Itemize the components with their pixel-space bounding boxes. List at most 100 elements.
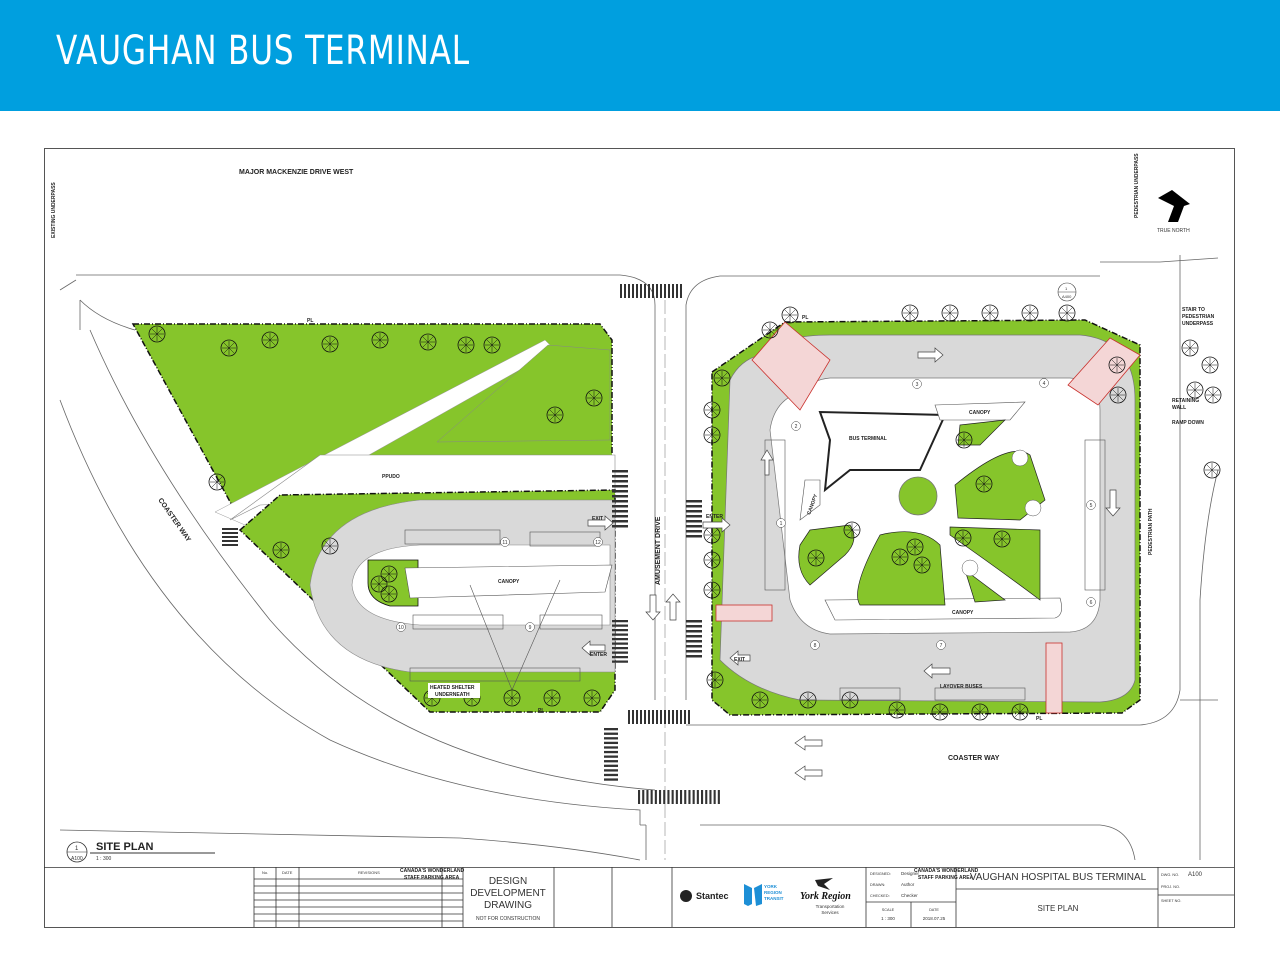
tree-icon [888, 701, 906, 719]
bay-marker: 3 [912, 379, 922, 389]
stage-line: DEVELOPMENT [470, 888, 546, 899]
svg-text:8: 8 [814, 643, 817, 649]
svg-text:Transportation: Transportation [816, 904, 845, 909]
zebra-crossing [686, 620, 702, 658]
tree-icon [781, 306, 799, 324]
tree-icon [321, 335, 339, 353]
tree-icon [703, 426, 721, 444]
tree-icon [1181, 339, 1199, 357]
tree-icon [703, 551, 721, 569]
property-line-label: PL [307, 318, 313, 324]
svg-text:2018.07.25: 2018.07.25 [923, 916, 946, 921]
stage-line: DRAWING [484, 900, 532, 911]
bay-marker: 10 [396, 622, 406, 632]
zebra-crossings [222, 284, 720, 804]
tree-icon [954, 529, 972, 547]
tree-icon [955, 431, 973, 449]
tree-icon [457, 336, 475, 354]
tree-icon [713, 369, 731, 387]
bus-terminal-label: BUS TERMINAL [849, 436, 887, 442]
svg-text:2: 2 [795, 424, 798, 430]
tree-icon [906, 538, 924, 556]
zebra-crossing [628, 710, 690, 724]
west-lot [131, 323, 616, 713]
bay-marker: 12 [593, 537, 603, 547]
tree-icon [931, 703, 949, 721]
svg-text:DRAWN:: DRAWN: [870, 883, 885, 887]
tree-icon [1186, 381, 1204, 399]
svg-text:YORK: YORK [764, 884, 778, 889]
slide-header: VAUGHAN BUS TERMINAL [0, 0, 1280, 111]
svg-text:Author: Author [901, 882, 915, 887]
zebra-crossing [686, 500, 702, 538]
stantec-logo-icon [680, 890, 692, 902]
street-label-north: MAJOR MACKENZIE DRIVE WEST [239, 169, 354, 176]
stage-note: NOT FOR CONSTRUCTION [476, 916, 540, 922]
tree-icon [941, 304, 959, 322]
tree-icon [761, 321, 779, 339]
bay-marker: 1 [776, 518, 786, 528]
tree-icon [706, 671, 724, 689]
stair-label: PEDESTRIAN [1182, 314, 1215, 320]
svg-text:1 : 300: 1 : 300 [96, 856, 112, 862]
zebra-crossing [638, 790, 720, 804]
ppudo-label: PPUDO [382, 474, 400, 480]
svg-text:A400: A400 [1062, 294, 1072, 299]
tree-icon [543, 689, 561, 707]
zebra-crossing [612, 470, 628, 528]
project-name: VAUGHAN HOSPITAL BUS TERMINAL [970, 872, 1147, 883]
tree-icon [483, 336, 501, 354]
tree-icon [261, 331, 279, 349]
road-curbs [59, 255, 1219, 861]
svg-text:7: 7 [940, 643, 943, 649]
bay-marker: 9 [525, 622, 535, 632]
svg-text:DWG. NO.: DWG. NO. [1161, 873, 1179, 877]
stair-label: STAIR TO [1182, 307, 1205, 313]
svg-text:Designer: Designer [901, 871, 920, 876]
svg-text:CANADA'S WONDERLAND: CANADA'S WONDERLAND [400, 868, 465, 874]
tree-icon [1109, 386, 1127, 404]
tree-icon [975, 475, 993, 493]
tree-icon [703, 581, 721, 599]
tree-icon [148, 325, 166, 343]
bay-marker: 6 [1086, 597, 1096, 607]
tree-icon [901, 304, 919, 322]
crosswalks [715, 321, 1141, 714]
svg-text:9: 9 [529, 625, 532, 631]
svg-text:TRANSIT: TRANSIT [764, 896, 784, 901]
svg-text:3: 3 [916, 382, 919, 388]
bay-marker: 11 [500, 537, 510, 547]
property-line-label: PL [538, 708, 544, 714]
tree-icon [703, 401, 721, 419]
zebra-crossing [620, 284, 682, 298]
tree-icon [208, 473, 226, 491]
stantec-logo: Stantec [696, 891, 729, 901]
svg-text:A100: A100 [71, 856, 83, 862]
detail-reference: 1 A400 [1057, 282, 1077, 302]
slide-title: VAUGHAN BUS TERMINAL [56, 28, 470, 74]
tree-icon [272, 541, 290, 559]
bay-marker: 2 [791, 421, 801, 431]
street-label-middle: AMUSEMENT DRIVE [655, 516, 662, 585]
true-north-label: TRUE NORTH [1157, 228, 1190, 234]
zebra-crossing [604, 728, 618, 781]
view-title: 1 A100 SITE PLAN 1 : 300 [66, 841, 215, 863]
retaining-wall-label: RETAINING [1172, 398, 1199, 404]
svg-text:Services: Services [821, 910, 839, 915]
svg-text:STAFF PARKING AREA: STAFF PARKING AREA [918, 875, 974, 881]
street-label-south: COASTER WAY [948, 755, 1000, 762]
svg-text:A100: A100 [1188, 872, 1203, 878]
tree-icon [703, 526, 721, 544]
svg-text:Checker: Checker [901, 893, 918, 898]
tree-icon [1021, 304, 1039, 322]
svg-text:1: 1 [780, 521, 783, 527]
canopy-label: CANOPY [952, 610, 974, 616]
canopy-label: CANOPY [969, 410, 991, 416]
enter-label: ENTER [706, 514, 723, 520]
trees [148, 304, 1222, 721]
bay-marker: 7 [936, 640, 946, 650]
zebra-crossing [612, 620, 628, 663]
svg-text:11: 11 [502, 540, 507, 546]
svg-text:York Region: York Region [800, 891, 851, 902]
